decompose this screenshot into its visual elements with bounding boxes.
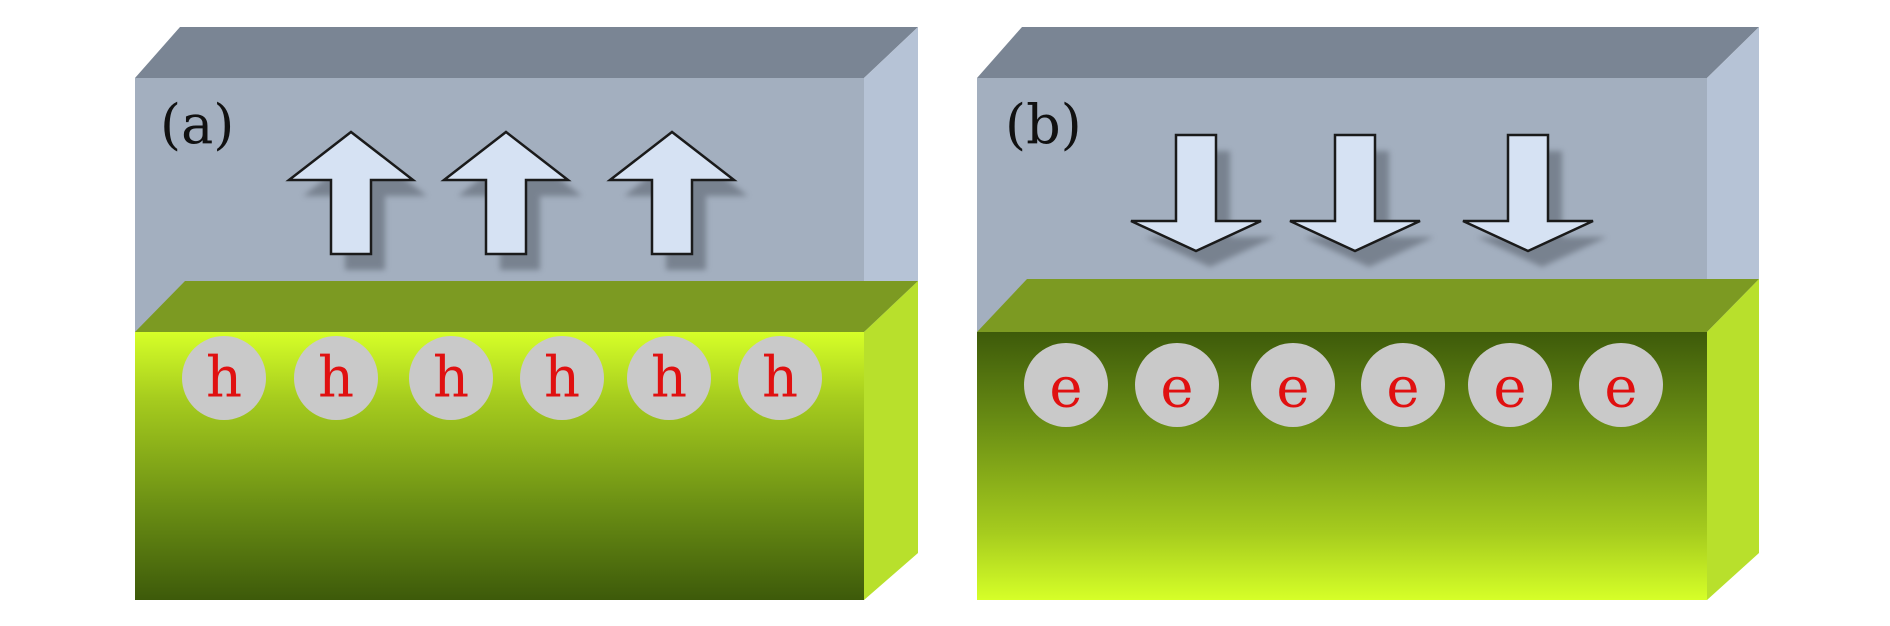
hole-carrier: h [738, 336, 822, 420]
arrow-group [1130, 133, 1607, 267]
panel-a: (a) h h [135, 27, 918, 600]
up-arrow-icon [285, 130, 427, 270]
down-arrow-icon [1462, 133, 1607, 267]
arrow-group [285, 130, 748, 270]
panel-label: (a) [160, 93, 234, 156]
down-arrow-icon [1130, 133, 1275, 267]
svg-text:h: h [206, 346, 242, 411]
electron-carrier: e [1579, 343, 1663, 427]
hole-carrier: h [520, 336, 604, 420]
hole-carrier: h [627, 336, 711, 420]
svg-text:e: e [1604, 356, 1637, 421]
electron-carrier: e [1251, 343, 1335, 427]
hole-carrier: h [409, 336, 493, 420]
svg-text:e: e [1493, 356, 1526, 421]
panel-label: (b) [1005, 93, 1082, 156]
carrier-row: h h h h h h [182, 336, 822, 420]
electron-carrier: e [1468, 343, 1552, 427]
up-arrow-icon [440, 130, 582, 270]
top-slab-side-face [1707, 27, 1759, 332]
svg-text:h: h [433, 346, 469, 411]
substrate-side-face [1707, 279, 1759, 600]
svg-text:e: e [1386, 356, 1419, 421]
svg-text:e: e [1160, 356, 1193, 421]
substrate-side-face [864, 281, 918, 600]
svg-text:e: e [1276, 356, 1309, 421]
carrier-row: e e e e e e [1024, 343, 1663, 427]
top-slab-top-face [977, 27, 1759, 78]
svg-text:h: h [762, 346, 798, 411]
panel-b: (b) e e [977, 27, 1759, 600]
svg-text:h: h [651, 346, 687, 411]
up-arrow-icon [606, 130, 748, 270]
substrate-top-face [135, 281, 918, 332]
electron-carrier: e [1135, 343, 1219, 427]
hole-carrier: h [182, 336, 266, 420]
svg-text:e: e [1049, 356, 1082, 421]
down-arrow-icon [1289, 133, 1434, 267]
substrate-top-face [977, 279, 1759, 332]
electron-carrier: e [1361, 343, 1445, 427]
hole-carrier: h [294, 336, 378, 420]
svg-text:h: h [318, 346, 354, 411]
top-slab-side-face [864, 27, 918, 332]
top-slab-top-face [135, 27, 918, 78]
svg-text:h: h [544, 346, 580, 411]
electron-carrier: e [1024, 343, 1108, 427]
